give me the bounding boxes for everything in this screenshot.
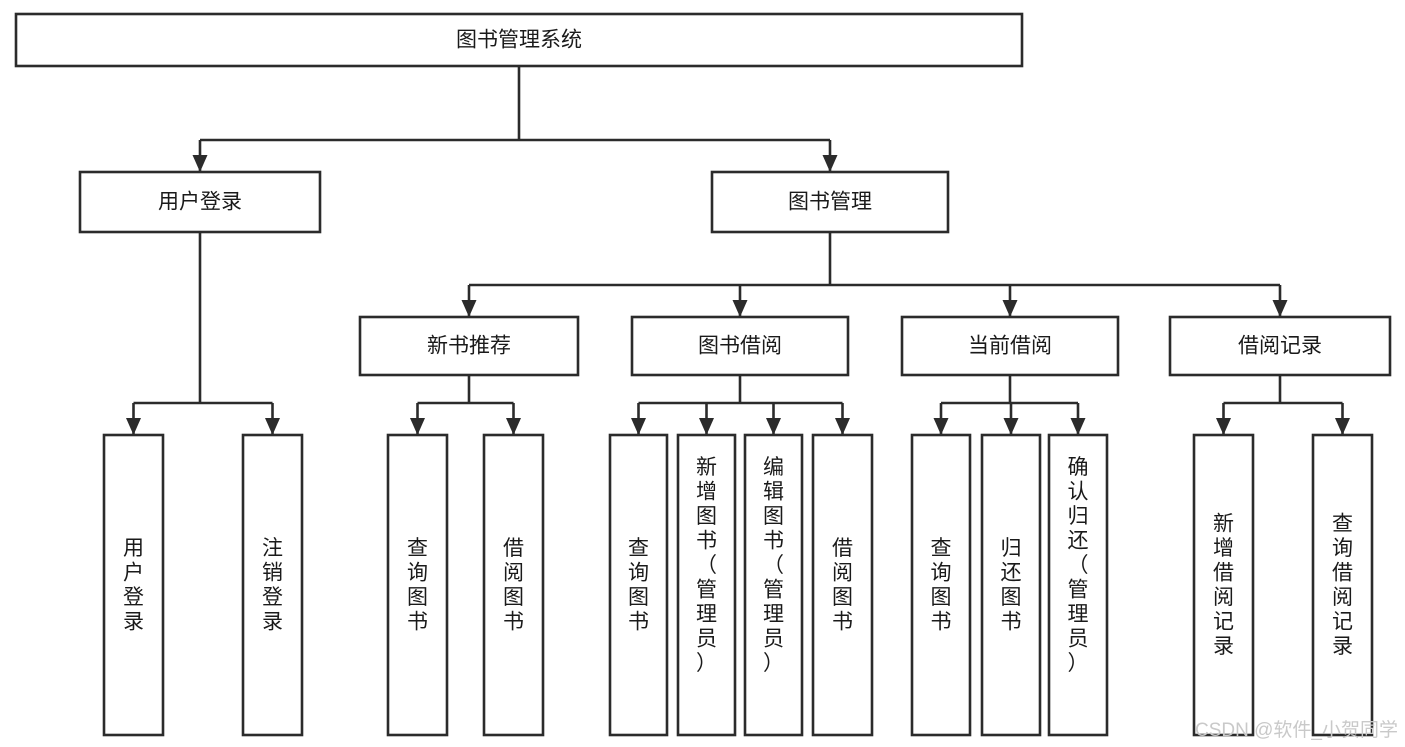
watermark-label: CSDN @软件_小贺同学 xyxy=(1195,719,1398,741)
arrow-head xyxy=(766,418,781,435)
arrow-head xyxy=(410,418,425,435)
node-leaf-confirm-return[interactable]: 确认归还（管理员） xyxy=(1047,433,1109,737)
node-box-leaf-confirm-return xyxy=(1047,433,1109,737)
node-new-book-recommend[interactable]: 新书推荐 xyxy=(358,315,580,377)
node-box-borrow-record xyxy=(1168,315,1392,377)
arrow-head xyxy=(1216,418,1231,435)
edge-group-new-book-recommend xyxy=(410,375,521,435)
node-box-leaf-user-login xyxy=(102,433,165,737)
node-label-leaf-query-record: 查询借阅记录 xyxy=(1332,513,1353,659)
node-leaf-return-book[interactable]: 归还图书 xyxy=(980,433,1042,737)
node-leaf-borrow-book-2[interactable]: 借阅图书 xyxy=(811,433,874,737)
edge-group-root xyxy=(192,66,838,172)
node-box-leaf-query-book-1 xyxy=(386,433,449,737)
node-leaf-borrow-book-1[interactable]: 借阅图书 xyxy=(482,433,545,737)
edge-group-user-login xyxy=(126,232,280,435)
edge-group-book-borrow xyxy=(631,375,850,435)
node-box-leaf-add-record xyxy=(1192,433,1255,737)
node-box-leaf-borrow-book-2 xyxy=(811,433,874,737)
node-box-book-management xyxy=(710,170,950,234)
node-box-leaf-borrow-book-1 xyxy=(482,433,545,737)
arrow-head xyxy=(1335,418,1350,435)
node-label-leaf-query-book-2: 查询图书 xyxy=(628,537,649,634)
node-box-leaf-return-book xyxy=(980,433,1042,737)
node-book-management[interactable]: 图书管理 xyxy=(710,170,950,234)
node-label-leaf-add-book-admin: 新增图书（管理员） xyxy=(696,456,717,675)
node-label-current-borrow: 当前借阅 xyxy=(968,335,1052,358)
arrow-head xyxy=(631,418,646,435)
node-label-leaf-query-book-1: 查询图书 xyxy=(407,537,428,634)
arrow-head xyxy=(835,418,850,435)
arrow-head xyxy=(1070,418,1086,435)
node-box-user-login xyxy=(78,170,322,234)
edge-group-current-borrow xyxy=(933,375,1086,435)
node-box-leaf-query-book-2 xyxy=(608,433,669,737)
connector-layer xyxy=(126,66,1350,435)
node-current-borrow[interactable]: 当前借阅 xyxy=(900,315,1120,377)
node-label-book-management: 图书管理 xyxy=(788,191,872,214)
node-leaf-query-book-3[interactable]: 查询图书 xyxy=(910,433,972,737)
arrow-head xyxy=(699,418,714,435)
node-box-leaf-query-record xyxy=(1311,433,1374,737)
node-leaf-user-login[interactable]: 用户登录 xyxy=(102,433,165,737)
node-leaf-query-book-1[interactable]: 查询图书 xyxy=(386,433,449,737)
node-label-leaf-edit-book-admin: 编辑图书（管理员） xyxy=(763,456,784,675)
node-label-book-borrow: 图书借阅 xyxy=(698,335,782,358)
node-label-root: 图书管理系统 xyxy=(456,29,582,52)
node-label-leaf-return-book: 归还图书 xyxy=(1001,537,1022,634)
node-label-leaf-logout-login: 注销登录 xyxy=(262,537,283,634)
node-label-leaf-query-book-3: 查询图书 xyxy=(931,537,952,634)
node-box-root xyxy=(14,12,1024,68)
node-leaf-edit-book-admin[interactable]: 编辑图书（管理员） xyxy=(743,433,804,737)
node-label-borrow-record: 借阅记录 xyxy=(1238,335,1322,358)
node-label-leaf-borrow-book-1: 借阅图书 xyxy=(503,537,524,634)
arrow-head xyxy=(732,300,748,317)
arrow-head xyxy=(1272,300,1288,317)
node-box-current-borrow xyxy=(900,315,1120,377)
node-layer: 图书管理系统用户登录图书管理新书推荐图书借阅当前借阅借阅记录用户登录注销登录查询… xyxy=(14,12,1392,737)
arrow-head xyxy=(126,418,141,435)
node-box-new-book-recommend xyxy=(358,315,580,377)
node-book-borrow[interactable]: 图书借阅 xyxy=(630,315,850,377)
node-box-book-borrow xyxy=(630,315,850,377)
node-label-new-book-recommend: 新书推荐 xyxy=(427,335,511,358)
arrow-head xyxy=(461,300,477,317)
node-leaf-query-record[interactable]: 查询借阅记录 xyxy=(1311,433,1374,737)
arrow-head xyxy=(506,418,521,435)
node-box-leaf-query-book-3 xyxy=(910,433,972,737)
node-leaf-query-book-2[interactable]: 查询图书 xyxy=(608,433,669,737)
node-user-login[interactable]: 用户登录 xyxy=(78,170,322,234)
arrow-head xyxy=(822,155,838,172)
edge-group-book-management xyxy=(461,232,1288,317)
node-leaf-logout-login[interactable]: 注销登录 xyxy=(241,433,304,737)
node-root[interactable]: 图书管理系统 xyxy=(14,12,1024,68)
arrow-head xyxy=(933,418,949,435)
node-leaf-add-book-admin[interactable]: 新增图书（管理员） xyxy=(676,433,737,737)
node-label-user-login: 用户登录 xyxy=(158,191,242,214)
node-label-leaf-confirm-return: 确认归还（管理员） xyxy=(1068,456,1089,675)
arrow-head xyxy=(1002,300,1018,317)
node-box-leaf-logout-login xyxy=(241,433,304,737)
node-leaf-add-record[interactable]: 新增借阅记录 xyxy=(1192,433,1255,737)
arrow-head xyxy=(192,155,208,172)
node-box-leaf-add-book-admin xyxy=(676,433,737,737)
arrow-head xyxy=(265,418,280,435)
node-borrow-record[interactable]: 借阅记录 xyxy=(1168,315,1392,377)
node-label-leaf-add-record: 新增借阅记录 xyxy=(1213,513,1234,659)
node-label-leaf-borrow-book-2: 借阅图书 xyxy=(832,537,853,634)
node-label-leaf-user-login: 用户登录 xyxy=(123,537,144,634)
arrow-head xyxy=(1003,418,1019,435)
node-box-leaf-edit-book-admin xyxy=(743,433,804,737)
edge-group-borrow-record xyxy=(1216,375,1350,435)
